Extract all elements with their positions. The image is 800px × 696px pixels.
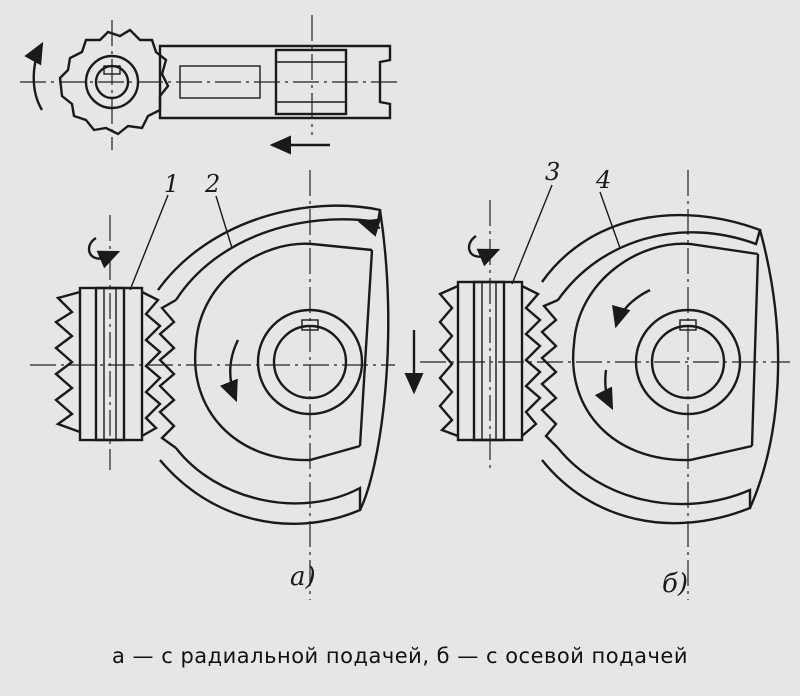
label-part-1: 1 <box>164 170 179 198</box>
figure-caption: а — с радиальной подачей, б — с осевой п… <box>112 644 688 668</box>
label-figure-b: б) <box>662 569 688 599</box>
label-part-4: 4 <box>595 166 611 194</box>
figure-a-radial-feed <box>30 170 395 600</box>
top-cutter-assembly <box>20 15 400 155</box>
figure-b-axial-feed <box>404 170 790 600</box>
label-figure-a: а) <box>290 562 316 592</box>
label-part-2: 2 <box>204 170 220 198</box>
label-part-3: 3 <box>545 158 560 186</box>
